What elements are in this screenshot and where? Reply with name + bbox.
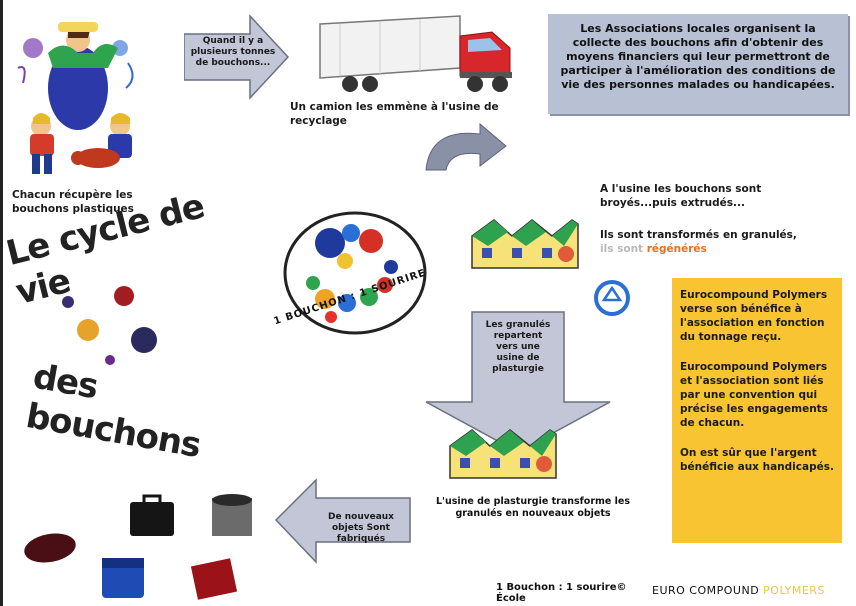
- footer-brand-main: EURO COMPOUND: [652, 584, 760, 597]
- arrow3-text: De nouveaux objets Sont fabriqués: [328, 512, 394, 544]
- left-border: [0, 0, 3, 606]
- usine-line2-orange: régénérés: [646, 243, 707, 255]
- orange-paragraph-1: Eurocompound Polymers verse son bénéfice…: [680, 289, 828, 343]
- usine-line1: A l'usine les bouchons sont broyés...pui…: [600, 183, 762, 209]
- collect-caption: Chacun récupère les bouchons plastiques: [12, 189, 134, 215]
- arrow-right-1: [184, 14, 290, 100]
- usine-line2: Ils sont transformés en granulés, ils so…: [600, 228, 840, 256]
- orange-paragraph-2: Eurocompound Polymers et l'association s…: [680, 361, 828, 429]
- truck-illustration: [319, 15, 512, 92]
- eurocompound-box: Eurocompound Polymers verse son bénéfice…: [672, 278, 842, 543]
- usine-line2-main: Ils sont transformés en granulés,: [600, 229, 797, 241]
- title-bottle-caps: [62, 286, 157, 365]
- family-illustration: [17, 22, 134, 174]
- associations-box: Les Associations locales organisent la c…: [548, 14, 848, 114]
- footer-brand: EURO COMPOUND POLYMERS: [652, 584, 852, 597]
- recycling-factory: [471, 219, 579, 269]
- orange-paragraph-3: On est sûr que l'argent bénéficie aux ha…: [680, 447, 834, 473]
- usine-line2-faint: ils sont: [600, 243, 644, 255]
- smile-caps-logo: [283, 211, 427, 335]
- footer-left: 1 Bouchon : 1 sourire© École: [496, 582, 646, 604]
- recycle-icon: [594, 280, 630, 316]
- footer-brand-faint: POLYMERS: [763, 584, 825, 597]
- plasturgie-caption: L'usine de plasturgie transforme les gra…: [435, 496, 631, 519]
- footer-left-line2: École: [496, 593, 526, 604]
- truck-caption: Un camion les emmène à l'usine de recycl…: [290, 101, 499, 127]
- arrow2-text: Les granulés repartent vers une usine de…: [485, 320, 551, 374]
- plasturgie-factory: [449, 429, 557, 479]
- arrow-down-2: [425, 311, 611, 453]
- arrow-left-3: [274, 478, 411, 564]
- new-objects-illustration: [24, 494, 252, 600]
- arrow1-text: Quand il y a plusieurs tonnes de bouchon…: [190, 36, 276, 68]
- footer-left-line1: 1 Bouchon : 1 sourire©: [496, 582, 627, 593]
- curved-arrow-down: [425, 122, 507, 171]
